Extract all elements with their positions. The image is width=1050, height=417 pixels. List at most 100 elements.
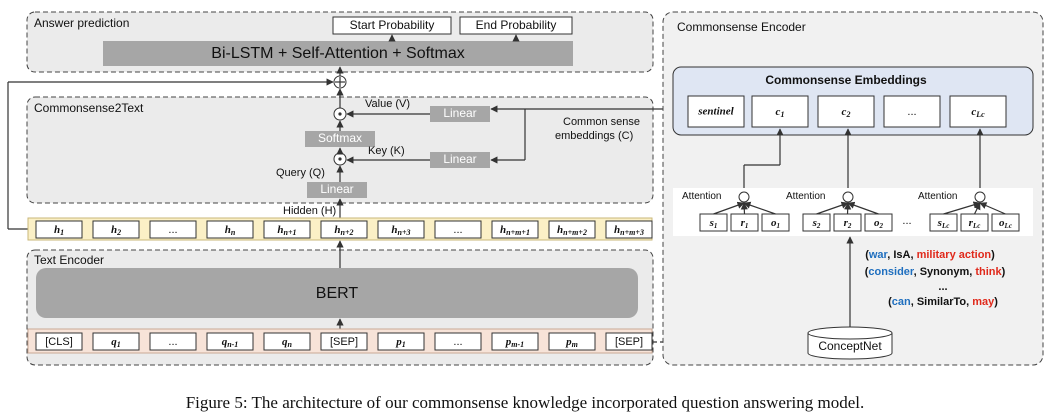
triple-ellipsis: ... xyxy=(902,215,911,227)
hidden-token-box xyxy=(149,220,197,239)
answer-prediction-title: Answer prediction xyxy=(34,16,129,30)
hidden-token-box xyxy=(206,220,254,239)
embedding-item-box xyxy=(687,95,745,128)
hidden-token-box xyxy=(434,220,482,239)
bert-block xyxy=(36,268,638,318)
triple-token: s2 xyxy=(812,217,821,230)
hidden-token: h1 xyxy=(54,224,64,237)
hidden-token-box xyxy=(377,220,425,239)
embedding-item-box xyxy=(817,95,875,128)
attention-op-icon xyxy=(842,191,854,203)
input-token-box xyxy=(605,332,653,351)
hidden-token: hn+2 xyxy=(334,224,353,237)
key-linear-label: Linear xyxy=(443,152,476,166)
end-probability-label: End Probability xyxy=(476,18,557,32)
triple-token: r2 xyxy=(844,217,852,230)
input-token-box xyxy=(377,332,425,351)
text-encoder-title: Text Encoder xyxy=(34,253,104,267)
input-token-box xyxy=(92,332,140,351)
hidden-token: hn xyxy=(225,224,236,237)
embedding-item-box xyxy=(883,95,941,128)
kg-example-3: (can, SimilarTo, may) xyxy=(888,296,998,308)
triple-token: oLc xyxy=(999,217,1012,230)
input-token: [SEP] xyxy=(615,336,643,348)
embedding-item: c2 xyxy=(842,106,851,119)
input-token-box xyxy=(491,332,539,351)
hidden-token: ... xyxy=(168,224,177,236)
input-token-box xyxy=(206,332,254,351)
hidden-token: hn+m+2 xyxy=(557,224,587,237)
key-label: Key (K) xyxy=(368,145,405,157)
bilstm-bar xyxy=(103,41,573,66)
attention-label: Attention xyxy=(918,191,957,202)
hidden-token: hn+m+1 xyxy=(500,224,530,237)
bilstm-label: Bi-LSTM + Self-Attention + Softmax xyxy=(211,45,464,62)
triple-token: o1 xyxy=(771,217,780,230)
conceptnet-label: ConceptNet xyxy=(818,339,882,353)
hidden-token: h2 xyxy=(111,224,121,237)
value-label: Value (V) xyxy=(365,98,410,110)
input-token: q1 xyxy=(111,336,121,349)
cs-embeddings-label-1: Common sense xyxy=(563,116,640,128)
triple-token: s1 xyxy=(709,217,718,230)
kg-example-1: (war, IsA, military action) xyxy=(865,249,995,261)
embedding-item-box xyxy=(751,95,809,128)
hidden-token: hn+3 xyxy=(391,224,410,237)
embedding-item-box xyxy=(949,95,1007,128)
cs-embeddings-label-2: embeddings (C) xyxy=(555,130,633,142)
input-token: qn xyxy=(282,336,293,349)
input-token: ... xyxy=(168,336,177,348)
triple-token: r1 xyxy=(741,217,749,230)
commonsense-encoder-title: Commonsense Encoder xyxy=(677,20,806,34)
commonsense-embeddings-title: Commonsense Embeddings xyxy=(765,73,927,87)
commonsense2text-title: Commonsense2Text xyxy=(34,101,144,115)
hidden-token-box xyxy=(548,220,596,239)
key-linear-box xyxy=(430,152,490,168)
end-probability-box xyxy=(459,16,573,35)
input-token: [CLS] xyxy=(45,336,73,348)
bert-label: BERT xyxy=(316,285,359,302)
input-token: [SEP] xyxy=(330,336,358,348)
input-token-box xyxy=(320,332,368,351)
value-linear-box xyxy=(430,106,490,122)
input-token: ... xyxy=(453,336,462,348)
start-probability-box xyxy=(332,16,452,35)
input-token-box xyxy=(434,332,482,351)
input-token-box xyxy=(35,332,83,351)
kg-ellipsis: ... xyxy=(938,281,947,293)
value-linear-label: Linear xyxy=(443,106,476,120)
input-token-box xyxy=(548,332,596,351)
hidden-token-box xyxy=(605,220,653,239)
embedding-item: cLc xyxy=(971,106,985,119)
kg-example-2: (consider, Synonym, think) xyxy=(865,266,1006,278)
embedding-item: c1 xyxy=(776,106,785,119)
input-token-box xyxy=(263,332,311,351)
conceptnet-database-icon xyxy=(807,326,893,360)
hidden-token-box xyxy=(320,220,368,239)
input-token: pm-1 xyxy=(505,336,524,349)
hidden-token-box xyxy=(92,220,140,239)
query-label: Query (Q) xyxy=(276,167,325,179)
triple-token: o2 xyxy=(874,217,884,230)
input-token: qn-1 xyxy=(222,336,239,349)
attention-label: Attention xyxy=(786,191,825,202)
hidden-token-box xyxy=(491,220,539,239)
embedding-item: ... xyxy=(907,106,916,118)
hidden-token: hn+1 xyxy=(277,224,296,237)
hidden-token-box xyxy=(35,220,83,239)
attention-op-icon xyxy=(738,191,750,203)
softmax-label: Softmax xyxy=(318,131,362,145)
start-probability-label: Start Probability xyxy=(350,18,435,32)
triple-token: sLc xyxy=(937,217,950,230)
hidden-token-box xyxy=(263,220,311,239)
embedding-item: sentinel xyxy=(697,106,734,118)
query-linear-box xyxy=(307,182,367,198)
figure-caption: Figure 5: The architecture of our common… xyxy=(186,393,865,412)
hidden-token: hn+m+3 xyxy=(614,224,644,237)
triple-token: rLc xyxy=(969,217,981,230)
